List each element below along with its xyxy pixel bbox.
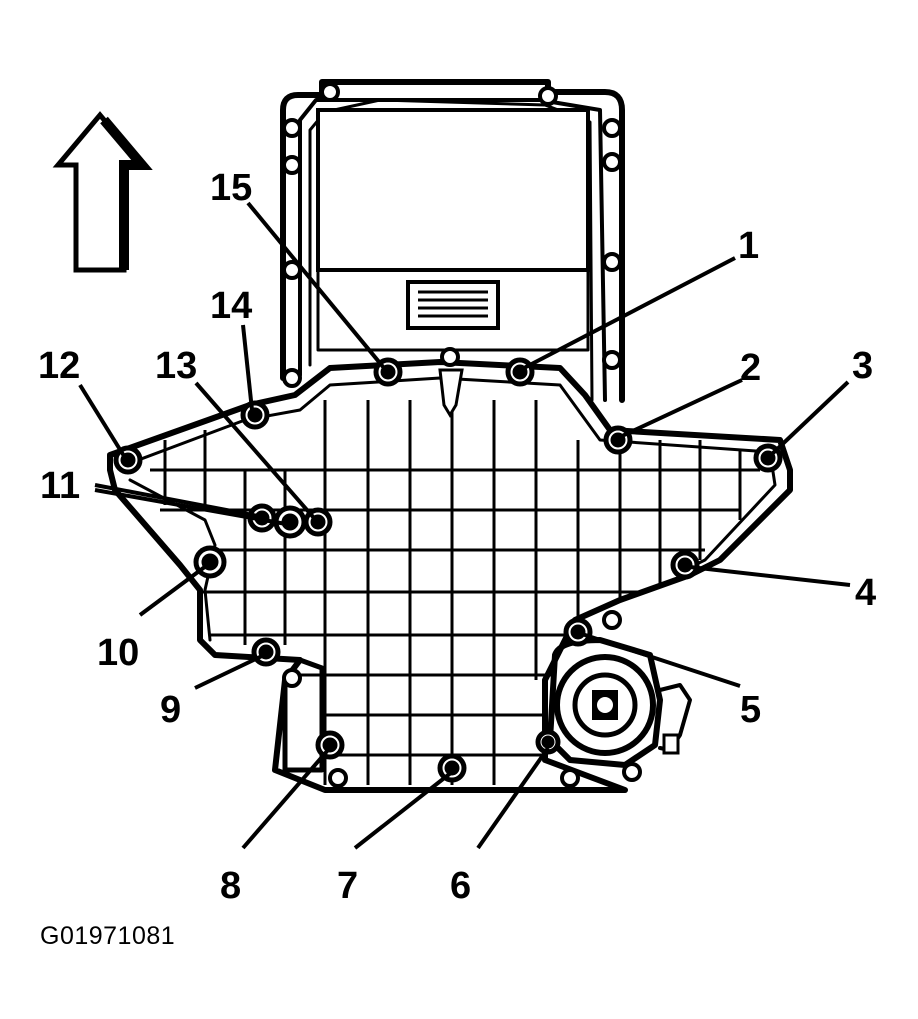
callout-6: 6 bbox=[450, 865, 471, 907]
oil-filter-adapter bbox=[547, 637, 692, 768]
figure-id: G01971081 bbox=[40, 922, 176, 950]
upper-flange-bolts bbox=[282, 82, 622, 388]
bolt-icon-9 bbox=[251, 637, 281, 667]
callout-11: 11 bbox=[40, 465, 80, 507]
bolt-icon-12 bbox=[113, 445, 143, 475]
bolt-icon-6 bbox=[535, 729, 561, 755]
bolt-icon-8 bbox=[315, 730, 345, 760]
bolt-icon-14 bbox=[240, 400, 270, 430]
callout-10: 10 bbox=[97, 632, 139, 674]
oil-pan-lower-section bbox=[107, 359, 793, 793]
callout-15: 15 bbox=[210, 167, 252, 209]
callout-12: 12 bbox=[38, 345, 80, 387]
bolt-icon-7 bbox=[437, 753, 467, 783]
callout-13: 13 bbox=[155, 345, 197, 387]
callout-7: 7 bbox=[337, 865, 358, 907]
bolt-icon-5 bbox=[563, 617, 593, 647]
bolt-icon-2 bbox=[603, 425, 633, 455]
bolt-icon-4 bbox=[670, 550, 700, 580]
callout-14: 14 bbox=[210, 285, 252, 327]
callout-4: 4 bbox=[855, 572, 876, 614]
numbered-bolts bbox=[113, 357, 783, 783]
bolt-icon-1 bbox=[505, 357, 535, 387]
callout-9: 9 bbox=[160, 689, 181, 731]
callout-labels: 1 2 3 4 5 6 7 8 9 10 11 12 13 14 15 bbox=[38, 167, 876, 907]
callout-2: 2 bbox=[740, 347, 761, 389]
callout-3: 3 bbox=[852, 345, 873, 387]
callout-5: 5 bbox=[740, 689, 761, 731]
bolt-icon-15 bbox=[373, 357, 403, 387]
callout-1: 1 bbox=[738, 225, 759, 267]
leader-lines bbox=[78, 201, 851, 850]
callout-8: 8 bbox=[220, 865, 241, 907]
up-arrow-icon bbox=[52, 111, 153, 273]
oil-pan-upper-section bbox=[280, 79, 625, 403]
